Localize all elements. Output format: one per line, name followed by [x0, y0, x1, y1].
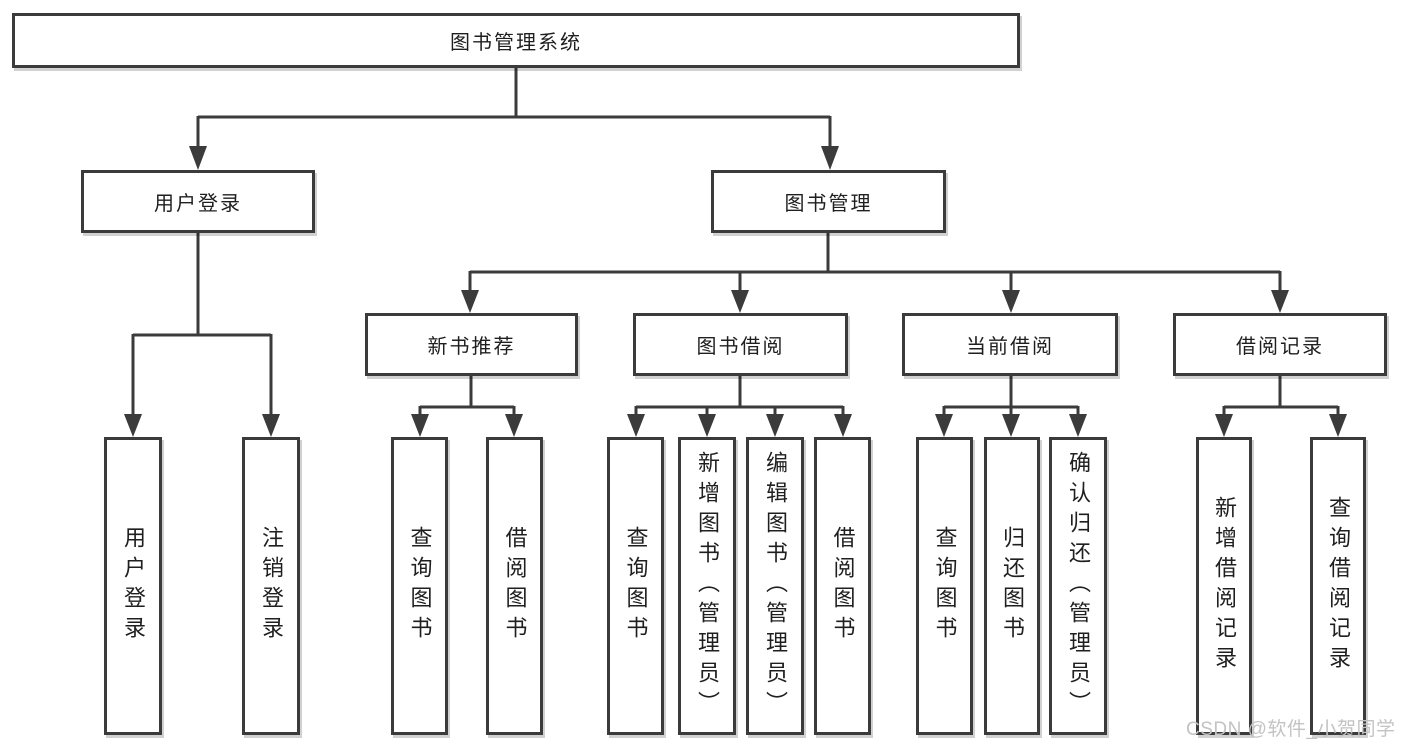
leaf-logout: 注销登录	[242, 437, 300, 735]
node-current-borrowing: 当前借阅	[902, 313, 1118, 376]
leaf-confirm-return-admin: 确认归还（管理员）	[1049, 437, 1107, 735]
leaf-add-book-admin: 新增图书（管理员）	[678, 437, 736, 735]
node-label: 新书推荐	[427, 336, 516, 358]
leaf-borrow-books-recommend: 借阅图书	[486, 437, 543, 735]
leaf-borrow-books-borrowing: 借阅图书	[814, 437, 871, 735]
leaf-query-borrow-record: 查询借阅记录	[1310, 437, 1366, 735]
node-book-borrowing: 图书借阅	[633, 313, 848, 376]
leaf-query-books-recommend: 查询图书	[391, 437, 448, 735]
node-label: 图书管理	[784, 193, 873, 215]
node-label: 新增图书（管理员）	[695, 451, 720, 721]
node-book-management-branch: 图书管理	[711, 170, 946, 233]
node-label: 用户登录	[154, 193, 242, 215]
leaf-query-books-current: 查询图书	[916, 437, 973, 735]
csdn-watermark: CSDN @软件_小贺同学	[1186, 719, 1396, 740]
node-label: 确认归还（管理员）	[1066, 451, 1091, 721]
node-label: 用户登录	[121, 526, 146, 646]
arrowhead-icons	[124, 146, 1347, 437]
node-user-login-branch: 用户登录	[81, 170, 315, 233]
leaf-edit-book-admin: 编辑图书（管理员）	[746, 437, 804, 735]
node-label: 借阅图书	[502, 526, 528, 646]
node-label: 借阅记录	[1236, 336, 1324, 358]
node-label: 图书借阅	[696, 336, 785, 358]
node-label: 借阅图书	[830, 526, 856, 646]
node-label: 编辑图书（管理员）	[763, 451, 788, 721]
node-label: 图书管理系统	[450, 32, 582, 54]
leaf-return-book: 归还图书	[984, 437, 1040, 735]
leaf-query-books-borrowing: 查询图书	[607, 437, 664, 735]
node-label: 归还图书	[1000, 526, 1025, 646]
node-label: 查询图书	[932, 526, 958, 646]
node-borrowing-records: 借阅记录	[1173, 313, 1387, 376]
node-label: 新增借阅记录	[1212, 496, 1237, 676]
node-new-book-recommendation: 新书推荐	[365, 313, 578, 376]
node-label: 查询图书	[623, 526, 649, 646]
node-label: 当前借阅	[966, 336, 1054, 358]
node-label: 注销登录	[259, 526, 284, 646]
node-label: 查询图书	[407, 526, 433, 646]
leaf-add-borrow-record: 新增借阅记录	[1196, 437, 1252, 735]
leaf-user-login: 用户登录	[104, 437, 162, 735]
node-label: 查询借阅记录	[1326, 496, 1351, 676]
node-root-system: 图书管理系统	[12, 13, 1020, 68]
